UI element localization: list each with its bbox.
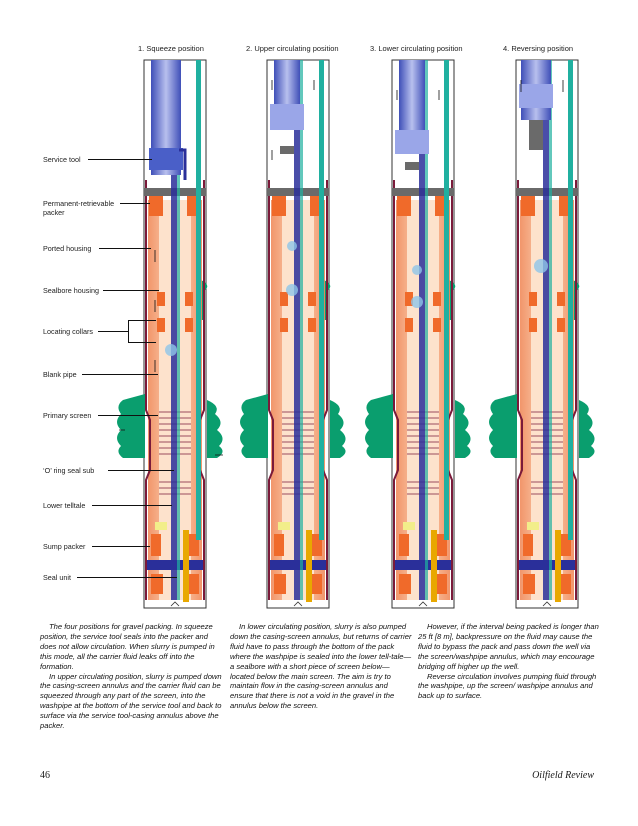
leader-locating-collars-bracket [128,320,129,342]
tool-diagram-reversing [488,59,596,609]
label-blank-pipe: Blank pipe [43,370,77,379]
label-o-ring: ‘O’ ring seal sub [43,466,95,475]
leader-primary-screen [98,415,158,416]
leader-lower-telltale [92,505,172,506]
position-title-1: 1. Squeeze position [138,44,204,53]
gravel-pack-diagram [116,59,596,609]
label-seal-unit: Seal unit [43,573,71,582]
leader-ported-housing [99,248,151,249]
caption-column-2: In lower circulating position, slurry is… [230,622,412,711]
position-title-2: 2. Upper circulating position [246,44,339,53]
label-locating-collars: Locating collars [43,327,93,336]
caption-col3-paragraph-2: Reverse circulation involves pumping flu… [418,671,597,701]
label-packer-line2: packer [43,208,65,217]
leader-locating-collars-upper [128,320,156,321]
tool-diagram-upper-circulating [239,59,347,609]
tool-diagram-lower-circulating [364,59,472,609]
position-title-3: 3. Lower circulating position [370,44,463,53]
label-sump-packer: Sump packer [43,542,86,551]
journal-title: Oilfield Review [532,770,594,781]
label-sealbore-housing: Sealbore housing [43,286,99,295]
leader-service-tool [88,159,152,160]
caption-column-1: The four positions for gravel packing. I… [40,622,225,731]
leader-locating-collars [98,331,128,332]
leader-locating-collars-lower [128,342,156,343]
caption-col3-paragraph-1: However, if the interval being packed is… [418,622,599,671]
leader-seal-unit [77,577,177,578]
leader-sealbore-housing [103,290,159,291]
leader-blank-pipe [82,374,158,375]
label-packer-line1: Permanent-retrievable [43,199,115,208]
caption-col2-paragraph-1: In lower circulating position, slurry is… [230,622,412,711]
position-title-4: 4. Reversing position [503,44,574,53]
caption-col1-paragraph-2: In upper circulating position, slurry is… [40,671,222,731]
label-primary-screen: Primary screen [43,411,92,420]
leader-packer [120,203,150,204]
caption-column-3: However, if the interval being packed is… [418,622,602,701]
caption-col1-paragraph-1: The four positions for gravel packing. I… [40,622,215,671]
label-service-tool: Service tool [43,155,81,164]
leader-sump-packer [92,546,150,547]
leader-o-ring [108,470,174,471]
label-lower-telltale: Lower telltale [43,501,86,510]
tool-diagram-squeeze [116,59,224,609]
page-number: 46 [40,770,50,781]
label-ported-housing: Ported housing [43,244,92,253]
